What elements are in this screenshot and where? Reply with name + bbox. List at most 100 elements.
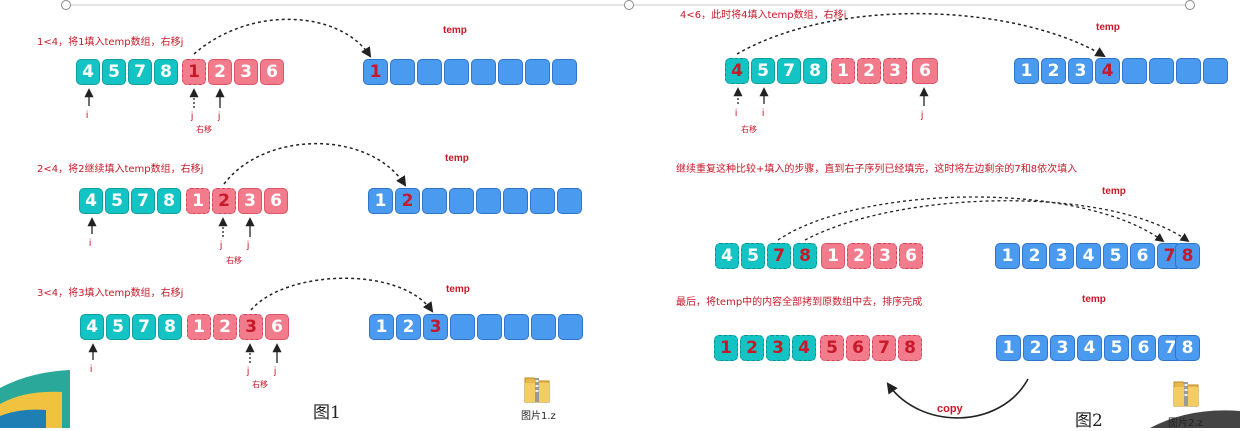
fig1-step2-temp-cell: 2 <box>395 188 420 214</box>
fig2-step1-source-cell: 1 <box>831 58 855 84</box>
fig1-step2-source-cell: 4 <box>79 188 103 214</box>
fig1-step1-temp-cell <box>498 59 523 85</box>
fig1-step3-source-cell: 4 <box>80 314 104 340</box>
fig1-step1-temp-label: temp <box>443 25 467 36</box>
fig1-step2-temp-cell <box>557 188 582 214</box>
fig1-step3-source-cell: 6 <box>265 314 289 340</box>
fig1-step2-source-cell: 7 <box>131 188 155 214</box>
folder-zip-icon[interactable] <box>1172 376 1200 408</box>
fig1-step3-temp-cell: 2 <box>396 314 421 340</box>
fig1-step3-temp-cell: 1 <box>369 314 394 340</box>
fig2-step3-temp-cell: 8 <box>1175 335 1200 361</box>
fig2-step1-temp-cell <box>1176 58 1201 84</box>
fig1-step2-source-cell: 3 <box>238 188 262 214</box>
fig2-step3-temp-cell: 4 <box>1077 335 1102 361</box>
fig1-step1-source-cell: 1 <box>182 59 206 85</box>
fig1-file-label[interactable]: 图片1.z <box>521 411 556 422</box>
fig2-step2-temp-cell: 4 <box>1076 243 1101 269</box>
fig1-step1-temp-cell: 1 <box>363 59 388 85</box>
fig1-step3-source-cell: 8 <box>158 314 182 340</box>
dashed-arc-arrow-icon <box>193 18 372 58</box>
fig2-step1-temp-cell <box>1149 58 1174 84</box>
fig2-step1-temp-cell: 2 <box>1041 58 1066 84</box>
fig2-step1-temp-label: temp <box>1096 22 1120 33</box>
fig1-step3-temp-cell <box>558 314 583 340</box>
fig2-step1-pointer-j: j <box>921 110 924 121</box>
fig1-step3-source-cell: 1 <box>187 314 211 340</box>
fig2-step2-temp-cell: 6 <box>1130 243 1155 269</box>
fig2-step2-source-cell: 4 <box>715 243 739 269</box>
fig1-step1-source-cell: 3 <box>234 59 258 85</box>
fig1-step1-shift-label: 右移 <box>196 125 212 134</box>
fig2-step3-title: 最后，将temp中的内容全部拷到原数组中去，排序完成 <box>676 297 923 308</box>
fig2-step3-temp-label: temp <box>1082 294 1106 305</box>
fig2-step3-temp-cell: 5 <box>1104 335 1129 361</box>
dashed-arc-arrow-icon <box>804 200 1190 243</box>
dashed-arc-arrow-icon <box>223 142 407 187</box>
fig2-step1-temp-cell: 4 <box>1095 58 1120 84</box>
fig1-step1-temp-cell <box>552 59 577 85</box>
fig1-step3-source-cell: 7 <box>132 314 156 340</box>
dashed-arc-arrow-icon <box>250 277 434 313</box>
fig1-step3-shift-label: 右移 <box>252 380 268 389</box>
fig2-step3-source-cell: 7 <box>872 335 896 361</box>
fig1-step2-pointer-j-new: j <box>247 240 250 251</box>
fig1-step3-temp-cell <box>504 314 529 340</box>
folder-zip-icon[interactable] <box>523 372 551 404</box>
fig2-step3-source-cell: 6 <box>846 335 870 361</box>
fig1-step1-source-cell: 2 <box>208 59 232 85</box>
fig2-step2-temp-label: temp <box>1102 186 1126 197</box>
fig2-step1-temp-cell: 3 <box>1068 58 1093 84</box>
fig2-step1-pointer-i-old: i <box>735 108 738 119</box>
fig1-step2-temp-cell: 1 <box>368 188 393 214</box>
fig1-step2-title: 2<4，将2继续填入temp数组，右移j <box>37 164 204 175</box>
fig1-step3-source-cell: 5 <box>106 314 130 340</box>
fig2-step2-temp-cell: 3 <box>1049 243 1074 269</box>
fig2-copy-label: copy <box>937 403 963 415</box>
fig2-step1-source-cell: 3 <box>883 58 907 84</box>
fig1-step3-pointer-i: i <box>90 364 93 375</box>
fig2-step3-source-cell: 4 <box>792 335 816 361</box>
fig1-step2-pointer-j-old: j <box>220 240 223 251</box>
fig1-step1-temp-cell <box>417 59 442 85</box>
fig2-step2-source-cell: 5 <box>741 243 765 269</box>
fig2-step3-temp-cell: 3 <box>1050 335 1075 361</box>
fig2-step3-source-cell: 8 <box>898 335 922 361</box>
fig1-step2-temp-cell <box>422 188 447 214</box>
fig2-step1-source-cell: 7 <box>777 58 801 84</box>
fig2-step2-temp-cell: 5 <box>1103 243 1128 269</box>
fig2-step1-temp-cell <box>1203 58 1228 84</box>
fig2-step3-source-cell: 5 <box>820 335 844 361</box>
fig1-caption: 图1 <box>313 403 341 423</box>
fig2-step2-temp-cell: 8 <box>1175 243 1200 269</box>
fig1-step3-title: 3<4，将3填入temp数组，右移j <box>37 288 184 299</box>
fig1-step1-source-cell: 8 <box>154 59 178 85</box>
fig1-step2-source-cell: 5 <box>105 188 129 214</box>
fig1-step1-temp-cell <box>471 59 496 85</box>
fig2-step1-source-cell: 4 <box>725 58 749 84</box>
fig2-file-label[interactable]: 图片2.z <box>1168 418 1203 429</box>
fig1-step1-source-cell: 6 <box>260 59 284 85</box>
fig2-step1-source-cell: 2 <box>857 58 881 84</box>
fig2-step1-temp-cell <box>1122 58 1147 84</box>
fig2-step3-temp-cell: 6 <box>1131 335 1156 361</box>
dashed-arc-arrow-icon <box>777 196 1165 243</box>
decorative-corner-right <box>1150 410 1240 428</box>
fig1-step2-temp-label: temp <box>445 153 469 164</box>
fig2-caption: 图2 <box>1075 411 1103 431</box>
fig1-step1-temp-cell <box>525 59 550 85</box>
fig2-step2-source-cell: 1 <box>821 243 845 269</box>
resize-handle-right <box>1185 0 1195 10</box>
fig2-step2-source-cell: 3 <box>873 243 897 269</box>
fig1-step1-pointer-j-old: j <box>191 111 194 122</box>
fig1-step1-source-cell: 7 <box>128 59 152 85</box>
fig1-step2-source-cell: 2 <box>212 188 236 214</box>
fig1-step3-temp-cell <box>531 314 556 340</box>
fig1-step3-temp-cell: 3 <box>423 314 448 340</box>
fig1-step3-temp-cell <box>477 314 502 340</box>
fig2-step2-source-cell: 6 <box>899 243 923 269</box>
fig1-step3-pointer-j-old: j <box>247 366 250 377</box>
fig1-step1-temp-cell <box>444 59 469 85</box>
fig2-step1-source-cell: 6 <box>912 58 938 84</box>
fig2-step1-temp-cell: 1 <box>1014 58 1039 84</box>
